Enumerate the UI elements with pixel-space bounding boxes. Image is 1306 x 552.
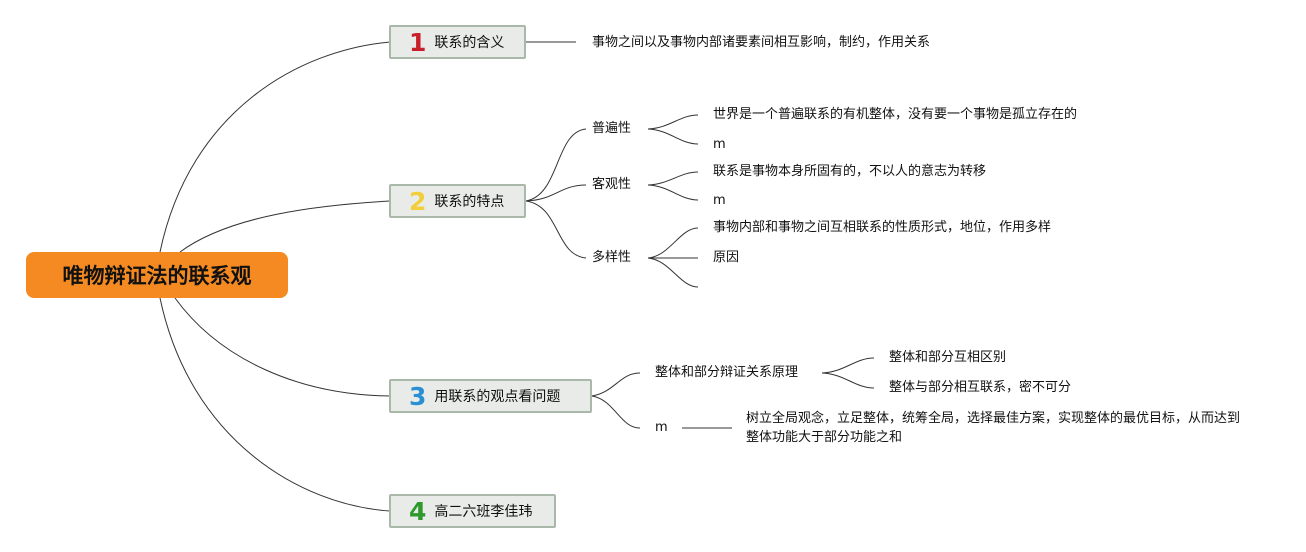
link-s2-l1 xyxy=(647,171,699,186)
b2-sub1-leaf-2[interactable]: m xyxy=(713,137,726,152)
link-s1-l2 xyxy=(647,128,699,145)
b3-sub2-detail[interactable]: 树立全局观念，立足整体，统筹全局，选择最佳方案，实现整体的最优目标，从而达到整体… xyxy=(746,411,1241,445)
b3-sub1-leaf-2[interactable]: 整体与部分相互联系，密不可分 xyxy=(889,380,1072,395)
b2-sub-universality[interactable]: 普遍性 xyxy=(592,121,632,136)
link-s3-l3 xyxy=(647,257,699,288)
b2-sub-diversity[interactable]: 多样性 xyxy=(592,250,632,265)
link-b3s1-l1 xyxy=(821,357,875,374)
b3-sub-m[interactable]: m xyxy=(655,420,668,435)
branch-1-detail[interactable]: 事物之间以及事物内部诸要素间相互影响，制约，作用关系 xyxy=(592,35,931,50)
b2-sub1-leaf-1[interactable]: 世界是一个普遍联系的有机整体，没有要一个事物是孤立存在的 xyxy=(713,107,1078,122)
branch-1-label: 联系的含义 xyxy=(434,35,505,51)
link-b3-s2 xyxy=(591,395,641,429)
link-b2-s3 xyxy=(525,200,587,259)
link-b2-s1 xyxy=(525,128,587,202)
number-1-icon: 1 xyxy=(409,27,427,57)
number-4-icon: 4 xyxy=(409,496,427,526)
b2-sub2-leaf-2[interactable]: m xyxy=(713,193,726,208)
b2-sub2-leaf-1[interactable]: 联系是事物本身所固有的，不以人的意志为转移 xyxy=(713,164,987,179)
b3-sub-whole-part[interactable]: 整体和部分辩证关系原理 xyxy=(655,365,799,380)
branch-2-label: 联系的特点 xyxy=(434,194,505,210)
number-2-icon: 2 xyxy=(409,186,427,216)
link-b2-s2 xyxy=(525,184,587,202)
link-root-b3 xyxy=(174,297,391,397)
root-topic[interactable]: 唯物辩证法的联系观 xyxy=(26,252,288,298)
link-s1-l1 xyxy=(647,114,699,130)
number-3-icon: 3 xyxy=(409,381,427,411)
branch-4-label: 高二六班李佳玮 xyxy=(434,504,533,520)
root-title: 唯物辩证法的联系观 xyxy=(62,264,252,288)
link-s3-l1 xyxy=(647,227,699,259)
link-b3s1-l2 xyxy=(821,372,875,389)
link-b3-s1 xyxy=(591,372,641,397)
branch-1-topic[interactable]: 1 联系的含义 xyxy=(389,25,526,59)
link-root-b4 xyxy=(159,297,391,512)
b2-sub3-leaf-2[interactable]: 原因 xyxy=(713,250,740,265)
branch-4-topic[interactable]: 4 高二六班李佳玮 xyxy=(389,494,556,528)
link-s2-l2 xyxy=(647,184,699,201)
link-root-b2 xyxy=(179,200,391,253)
b3-sub1-leaf-1[interactable]: 整体和部分互相区别 xyxy=(889,350,1007,365)
link-root-b1 xyxy=(159,41,391,253)
branch-3-topic[interactable]: 3 用联系的观点看问题 xyxy=(389,379,592,413)
branch-2-topic[interactable]: 2 联系的特点 xyxy=(389,184,526,218)
branch-3-label: 用联系的观点看问题 xyxy=(434,389,561,405)
b2-sub-objectivity[interactable]: 客观性 xyxy=(592,177,632,192)
b2-sub3-leaf-1[interactable]: 事物内部和事物之间互相联系的性质形式，地位，作用多样 xyxy=(713,220,1052,235)
